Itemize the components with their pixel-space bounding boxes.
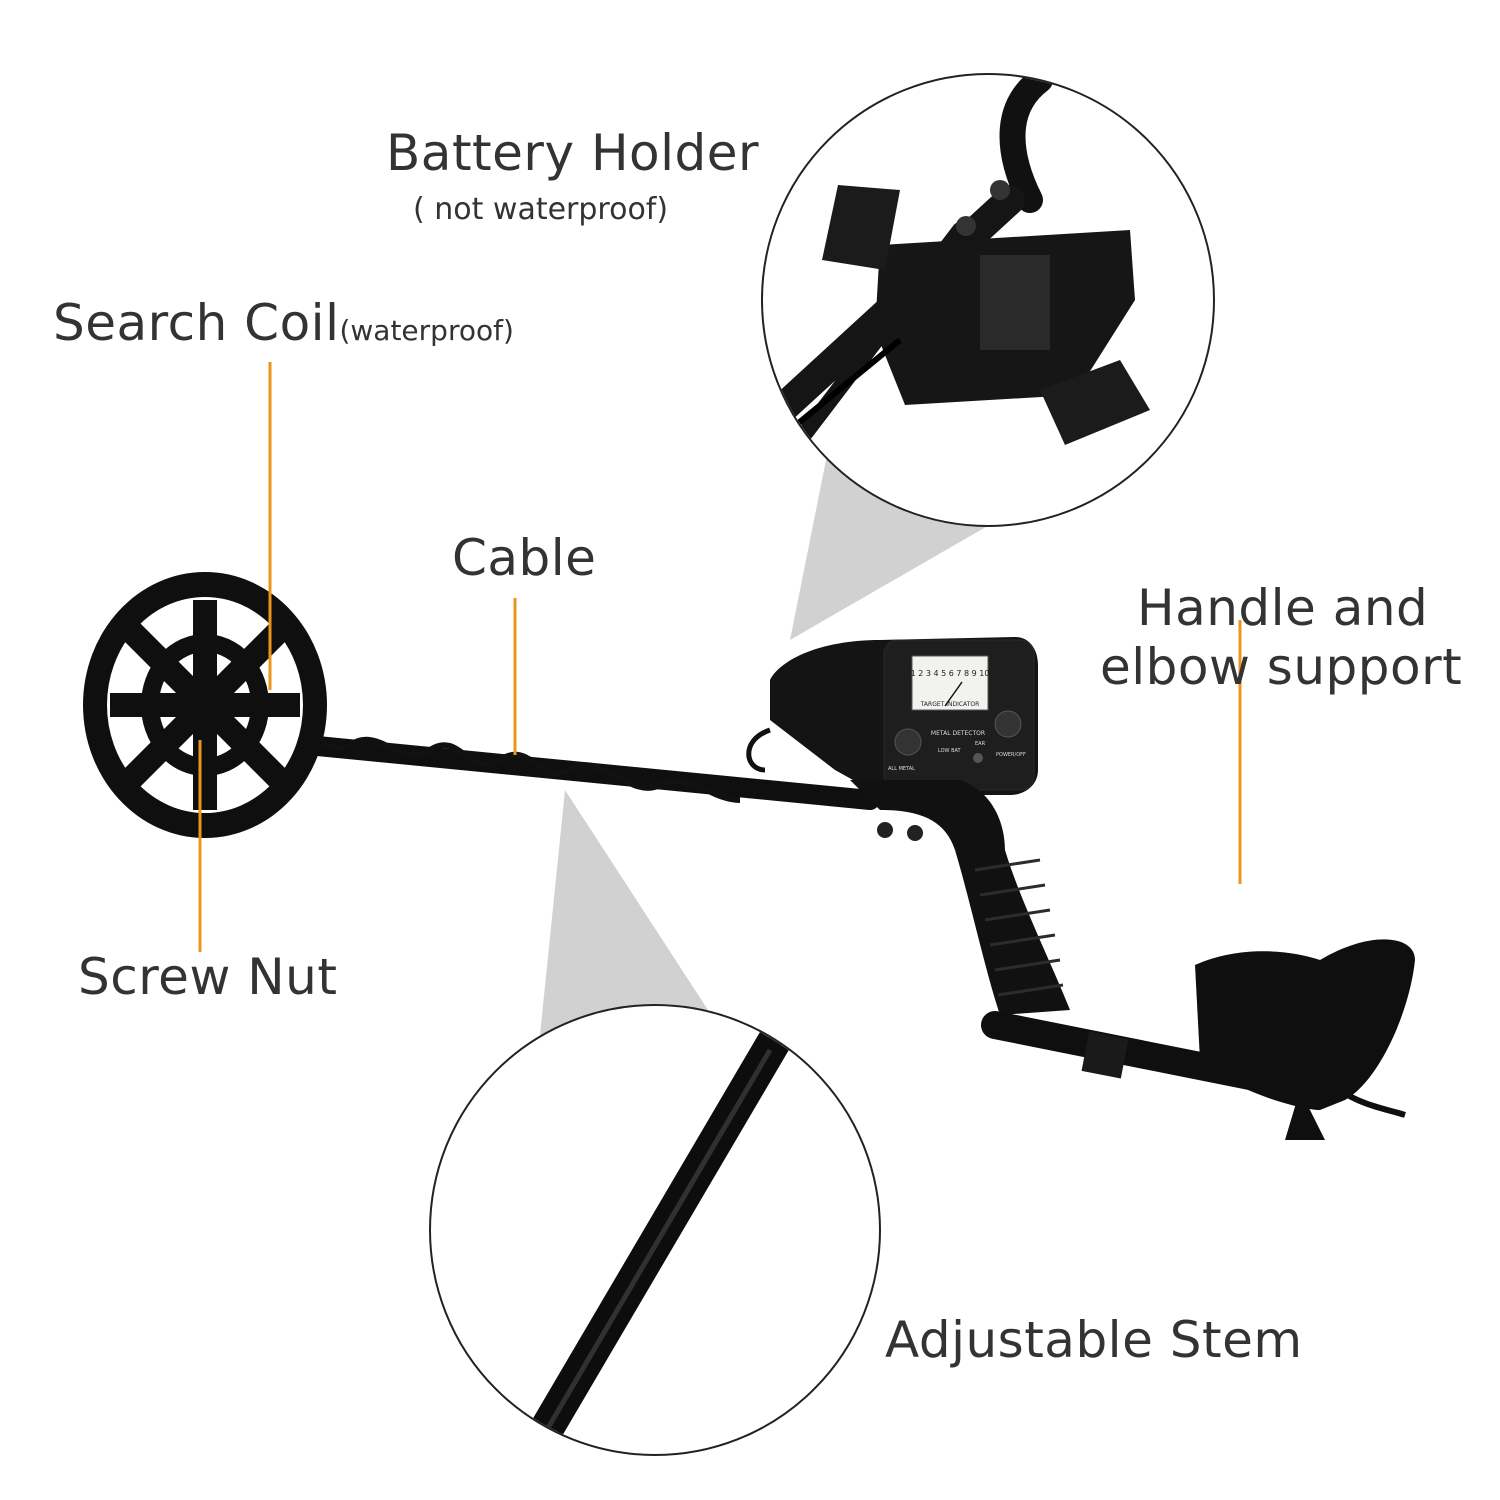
ear-label: EAR	[975, 741, 986, 747]
adjustable-stem-label: Adjustable Stem	[885, 1311, 1303, 1369]
stem-closeup	[429, 1004, 881, 1456]
low-bat-label: LOW BAT	[938, 748, 962, 754]
earphone-jack	[973, 753, 983, 763]
meter-title: TARGET INDICATOR	[920, 701, 980, 708]
handle-label-line1: Handle and	[1137, 579, 1429, 637]
stem-callout-wedge	[540, 790, 708, 1035]
search-coil-label: Search Coil(waterproof)	[53, 298, 514, 348]
leader-lines	[198, 362, 1242, 952]
device-name: METAL DETECTOR	[931, 730, 985, 737]
battery-callout-wedge	[790, 450, 998, 640]
battery-holder-closeup	[761, 73, 1215, 527]
discrimination-knob[interactable]	[894, 728, 922, 756]
power-knob[interactable]	[994, 710, 1022, 738]
search-coil-note: (waterproof)	[339, 314, 514, 347]
handle-label-line2: elbow support	[1100, 638, 1463, 696]
coiled-cable	[238, 720, 741, 803]
search-coil-title: Search Coil	[53, 294, 340, 352]
power-off-label: POWER/OFF	[996, 752, 1026, 758]
search-coil	[83, 572, 327, 838]
all-metal-label: ALL METAL	[888, 766, 915, 772]
cable-label: Cable	[452, 529, 597, 587]
screw-nut-label: Screw Nut	[78, 948, 338, 1006]
pistol-grip	[850, 780, 1070, 1015]
meter-scale: 1 2 3 4 5 6 7 8 9 10	[911, 669, 990, 678]
battery-holder-label: Battery Holder	[386, 124, 760, 182]
control-box: 1 2 3 4 5 6 7 8 9 10 TARGET INDICATOR ME…	[746, 637, 1038, 795]
battery-holder-note: ( not waterproof)	[413, 192, 669, 227]
arm-cuff	[1195, 939, 1415, 1140]
